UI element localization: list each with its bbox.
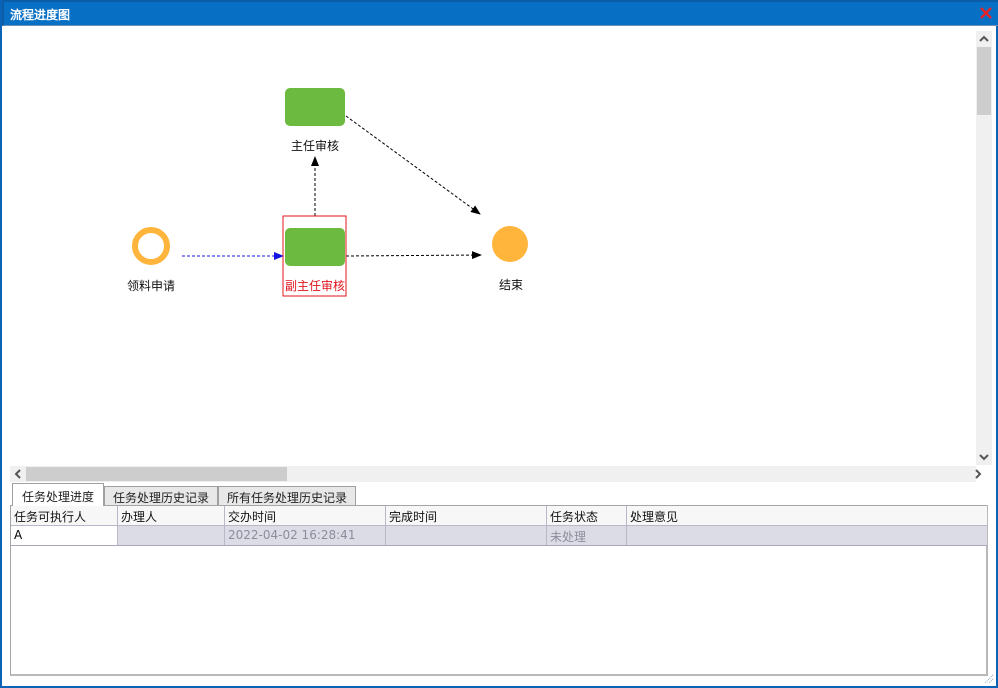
close-button[interactable] [978,5,994,21]
cell-completed-time[interactable] [386,526,547,545]
resize-grip-icon[interactable] [982,672,994,684]
title-bar[interactable]: 流程进度图 [2,0,998,26]
vice-director-review-label: 副主任审核 [284,279,346,293]
column-header-completed-time[interactable]: 完成时间 [386,506,547,525]
horizontal-scrollbar[interactable] [10,466,982,482]
table-row[interactable]: A 2022-04-02 16:28:41 未处理 [11,526,987,546]
column-header-task-status[interactable]: 任务状态 [547,506,627,525]
cell-comments[interactable] [627,526,987,545]
vertical-scrollbar[interactable] [976,31,992,465]
column-header-handler[interactable]: 办理人 [118,506,225,525]
cell-assigned-time[interactable]: 2022-04-02 16:28:41 [225,526,386,545]
vertical-scroll-thumb[interactable] [977,47,991,115]
scroll-right-icon[interactable] [972,468,984,480]
close-icon [980,7,992,19]
scroll-down-icon[interactable] [976,451,992,463]
start-event-node[interactable] [132,227,170,265]
tab-task-progress[interactable]: 任务处理进度 [12,483,104,506]
process-diagram [132,88,528,297]
tab-all-task-history[interactable]: 所有任务处理历史记录 [218,486,356,506]
cell-executor[interactable]: A [11,526,118,545]
tab-task-history[interactable]: 任务处理历史记录 [104,486,218,506]
current-task-highlight [282,215,347,297]
end-event-node[interactable] [492,226,528,262]
cell-task-status[interactable]: 未处理 [547,526,627,545]
start-event-label: 领料申请 [126,279,176,293]
director-review-label: 主任审核 [290,139,340,153]
task-node-director-review[interactable] [285,88,345,126]
window-title: 流程进度图 [10,8,71,22]
column-header-assigned-time[interactable]: 交办时间 [225,506,386,525]
end-event-label: 结束 [498,278,524,292]
cell-handler[interactable] [118,526,225,545]
scroll-up-icon[interactable] [976,33,992,45]
task-grid: 任务可执行人 办理人 交办时间 完成时间 任务状态 处理意见 A 2022-04… [10,505,988,676]
flow-edge-director-to-end [345,115,481,215]
scroll-left-icon[interactable] [12,468,24,480]
flow-edge-vice-to-end [345,251,482,260]
process-diagram-canvas: 领料申请 副主任审核 主任审核 结束 [4,26,976,466]
column-header-executor[interactable]: 任务可执行人 [11,506,118,525]
column-header-comments[interactable]: 处理意见 [630,510,679,524]
grid-header: 任务可执行人 办理人 交办时间 完成时间 任务状态 处理意见 [11,506,987,526]
task-node-vice-director-review[interactable] [285,228,345,266]
horizontal-scroll-thumb[interactable] [26,467,287,481]
